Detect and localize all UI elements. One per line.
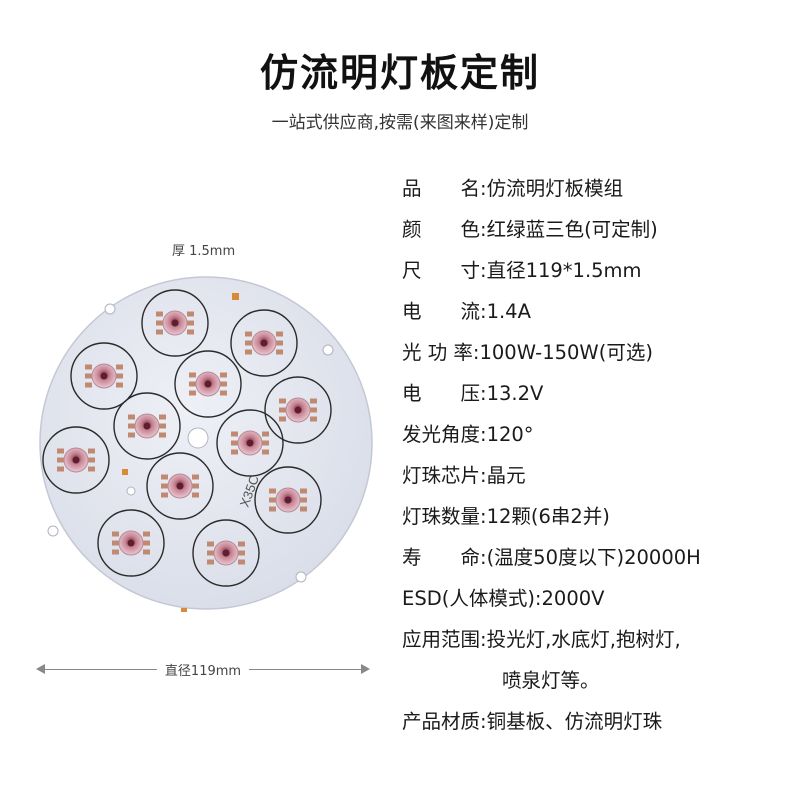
spec-value: 铜基板、仿流明灯珠 bbox=[486, 710, 663, 733]
led-module bbox=[141, 289, 209, 357]
led-module bbox=[42, 426, 110, 494]
spec-label: 电 流: bbox=[402, 300, 487, 323]
mount-hole bbox=[295, 571, 307, 583]
mount-hole bbox=[47, 525, 59, 537]
arrow-right-icon bbox=[361, 664, 370, 674]
spec-label: 寿 命: bbox=[402, 546, 487, 569]
led-module bbox=[97, 509, 165, 577]
spec-value: 13.2V bbox=[486, 382, 544, 405]
spec-label: 电 压: bbox=[402, 382, 487, 405]
led-module bbox=[216, 409, 284, 477]
spec-label: 发光角度: bbox=[402, 423, 487, 446]
page-title: 仿流明灯板定制 bbox=[259, 51, 540, 95]
spec-label: 灯珠数量: bbox=[402, 505, 487, 528]
led-module bbox=[264, 376, 332, 444]
spec-label: ESD(人体模式): bbox=[402, 587, 542, 610]
spec-value: 12颗(6串2并) bbox=[486, 505, 610, 528]
led-module bbox=[192, 519, 260, 587]
led-module bbox=[230, 309, 298, 377]
arrow-left-icon bbox=[36, 664, 45, 674]
spec-label: 产品材质: bbox=[402, 710, 487, 733]
page-subtitle: 一站式供应商,按需(来图来样)定制 bbox=[271, 113, 529, 133]
spec-label: 光 功 率: bbox=[402, 341, 480, 364]
spec-row: 寿 命:(温度50度以下)20000H bbox=[402, 541, 701, 570]
center-hole bbox=[187, 427, 209, 449]
spec-row: 电 流:1.4A bbox=[402, 295, 531, 324]
spec-value: 喷泉灯等。 bbox=[502, 669, 600, 692]
spec-value: 120° bbox=[486, 423, 534, 446]
spec-row: 喷泉灯等。 bbox=[502, 664, 600, 693]
diameter-label: 直径119mm bbox=[156, 660, 250, 679]
spec-row: 电 压:13.2V bbox=[402, 377, 543, 406]
spec-value: 仿流明灯板模组 bbox=[486, 177, 624, 200]
spec-row: 品 名:仿流明灯板模组 bbox=[402, 172, 623, 201]
spec-label: 灯珠芯片: bbox=[402, 464, 487, 487]
spec-value: 直径119*1.5mm bbox=[486, 259, 642, 282]
spec-row: 产品材质:铜基板、仿流明灯珠 bbox=[402, 705, 662, 734]
center-hole-small bbox=[126, 486, 136, 496]
spec-value: 红绿蓝三色(可定制) bbox=[486, 218, 658, 241]
spec-row: 尺 寸:直径119*1.5mm bbox=[402, 254, 642, 283]
led-module bbox=[254, 466, 322, 534]
diameter-dimension: 直径119mm bbox=[36, 660, 370, 680]
spec-value: (温度50度以下)20000H bbox=[486, 546, 701, 569]
spec-value: 投光灯,水底灯,抱树灯, bbox=[486, 628, 681, 651]
led-board-image: X35C bbox=[39, 276, 373, 612]
mount-hole bbox=[104, 303, 116, 315]
spec-value: 100W-150W(可选) bbox=[479, 341, 653, 364]
spec-row: 灯珠数量:12颗(6串2并) bbox=[402, 500, 610, 529]
spec-row: ESD(人体模式):2000V bbox=[402, 582, 604, 611]
led-module bbox=[146, 452, 214, 520]
spec-value: 2000V bbox=[541, 587, 605, 610]
spec-label: 尺 寸: bbox=[402, 259, 487, 282]
spec-label: 品 名: bbox=[402, 177, 487, 200]
mount-hole bbox=[322, 344, 334, 356]
spec-row: 光 功 率:100W-150W(可选) bbox=[402, 336, 653, 365]
thickness-label: 厚 1.5mm bbox=[172, 244, 236, 259]
spec-label: 颜 色: bbox=[402, 218, 487, 241]
led-module bbox=[70, 342, 138, 410]
led-module bbox=[113, 392, 181, 460]
spec-value: 晶元 bbox=[486, 464, 526, 487]
led-module bbox=[174, 350, 242, 418]
spec-value: 1.4A bbox=[486, 300, 531, 323]
spec-row: 灯珠芯片:晶元 bbox=[402, 459, 526, 488]
spec-label: 应用范围: bbox=[402, 628, 487, 651]
spec-row: 发光角度:120° bbox=[402, 418, 534, 447]
spec-row: 应用范围:投光灯,水底灯,抱树灯, bbox=[402, 623, 681, 652]
spec-row: 颜 色:红绿蓝三色(可定制) bbox=[402, 213, 658, 242]
